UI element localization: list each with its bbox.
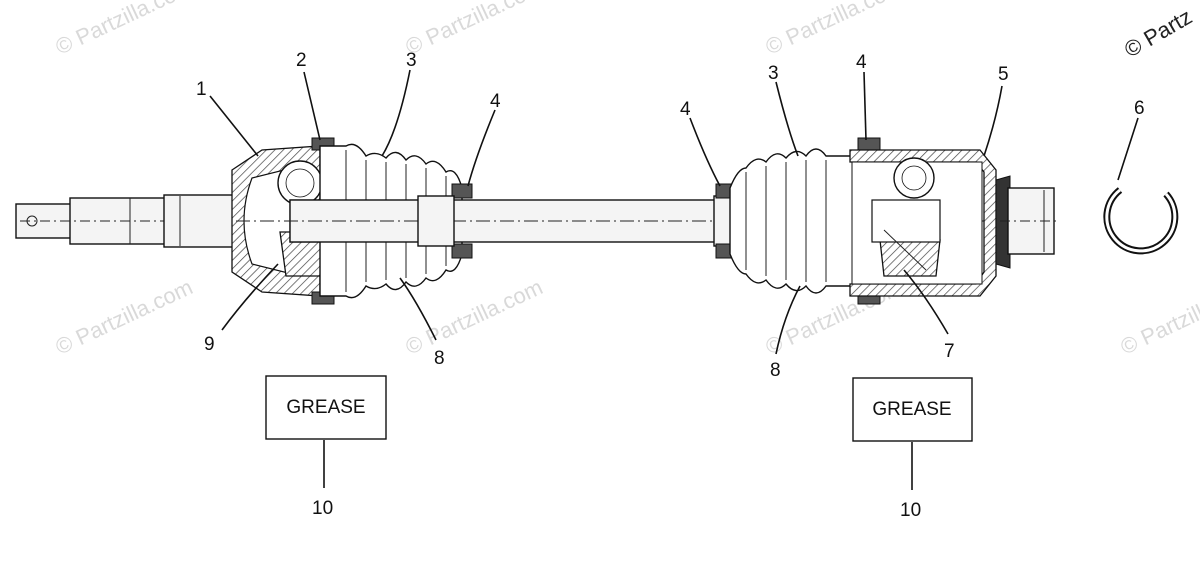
watermark: © Partzilla.com [52, 0, 197, 60]
grease-box-left: GREASE [265, 375, 387, 440]
callout-6: 6 [1134, 98, 1145, 119]
callout-4: 4 [856, 52, 867, 73]
callout-10: 10 [900, 500, 921, 521]
right-cv-housing [849, 149, 1011, 297]
grease-box-right: GREASE [852, 377, 973, 442]
callout-7: 7 [944, 341, 955, 362]
right-stub-shaft [1000, 187, 1060, 255]
callout-3: 3 [406, 50, 417, 71]
callout-labels: 1 2 3 4 4 3 4 5 6 9 8 8 7 10 10 [196, 50, 1145, 521]
watermark: © Partzilla.com [1117, 274, 1200, 359]
right-boot [729, 148, 855, 294]
watermark-corner: © Partz [1120, 4, 1196, 62]
callout-8: 8 [434, 348, 445, 369]
callout-10: 10 [312, 498, 333, 519]
grease-label: GREASE [872, 399, 951, 420]
callout-1: 1 [196, 79, 207, 100]
left-inner-clamp [451, 183, 473, 259]
watermark-group: © Partzilla.com © Partzilla.com © Partzi… [52, 0, 1200, 360]
watermark: © Partzilla.com [402, 0, 547, 60]
callout-4: 4 [680, 99, 691, 120]
watermark: © Partzilla.com [52, 274, 197, 359]
callout-4: 4 [490, 91, 501, 112]
watermark: © Partzilla.com [762, 0, 907, 60]
callout-5: 5 [998, 64, 1009, 85]
callout-2: 2 [296, 50, 307, 71]
circlip-part [1103, 187, 1179, 255]
callout-3: 3 [768, 63, 779, 84]
callout-8: 8 [770, 360, 781, 381]
left-stub-shaft [15, 194, 237, 248]
callout-9: 9 [204, 334, 215, 355]
grease-label: GREASE [286, 397, 365, 418]
leader-lines [209, 69, 1139, 490]
